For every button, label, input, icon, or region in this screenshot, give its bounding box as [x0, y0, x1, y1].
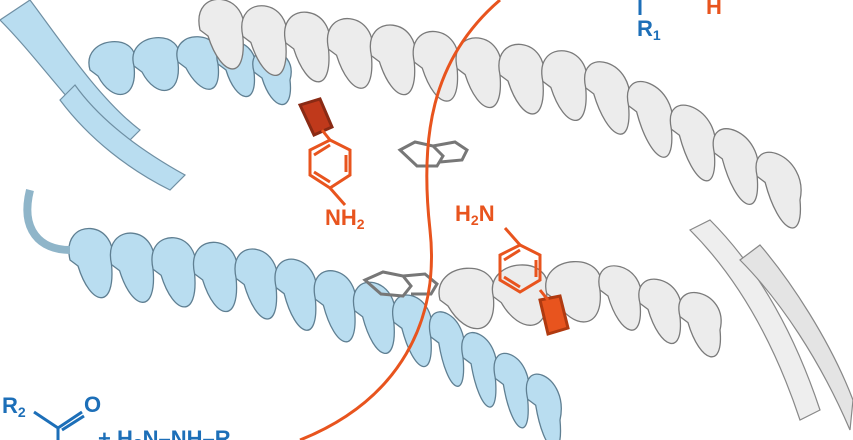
helix-turn [712, 128, 759, 206]
aminophenylalanine-residues [297, 97, 570, 336]
helix-turn [274, 258, 318, 331]
helix-turn [669, 104, 717, 182]
helix-turn [68, 227, 114, 299]
membrane-boundary-curve [299, 0, 501, 440]
h2n-right-label: H2N [455, 201, 495, 228]
helix-turn [369, 24, 417, 96]
helix-turn [313, 270, 357, 343]
helix-turn [192, 241, 238, 312]
helix-turn [493, 352, 530, 429]
helix-turn [541, 50, 588, 121]
helix-turn [132, 37, 180, 91]
helix-turn [583, 61, 631, 135]
helix-turn [455, 37, 502, 108]
r2-label: R2 [2, 393, 26, 420]
helix-turn [109, 232, 155, 303]
helix-turn [151, 237, 197, 308]
h-top-label: H [706, 0, 722, 19]
carbonyl-o-label: O [84, 392, 102, 417]
white-protein-helix [198, 0, 802, 358]
helix-turn [598, 265, 642, 331]
helix-turn [755, 151, 802, 229]
helix-turn [525, 373, 562, 440]
helix-turn [498, 43, 545, 115]
hydrazine-reagent-label: + H₂N–NH–R [98, 426, 231, 440]
helix-turn [461, 331, 498, 408]
helix-turn [678, 291, 722, 358]
tryptophan-side-chains [362, 140, 469, 298]
nh2-left-label: NH2 [325, 205, 365, 232]
helix-turn [428, 311, 465, 387]
white-beta-sheet [688, 219, 853, 431]
hydrazone-structure-bonds [33, 0, 642, 440]
blue-beta-sheet [0, 0, 186, 254]
helix-turn [626, 80, 674, 158]
helix-turn [638, 278, 682, 345]
helix-turn [352, 281, 396, 354]
helix-turn [234, 248, 278, 320]
helix-turn [412, 30, 459, 102]
helix-turn [326, 17, 374, 89]
r1-label: R1 [637, 16, 661, 43]
